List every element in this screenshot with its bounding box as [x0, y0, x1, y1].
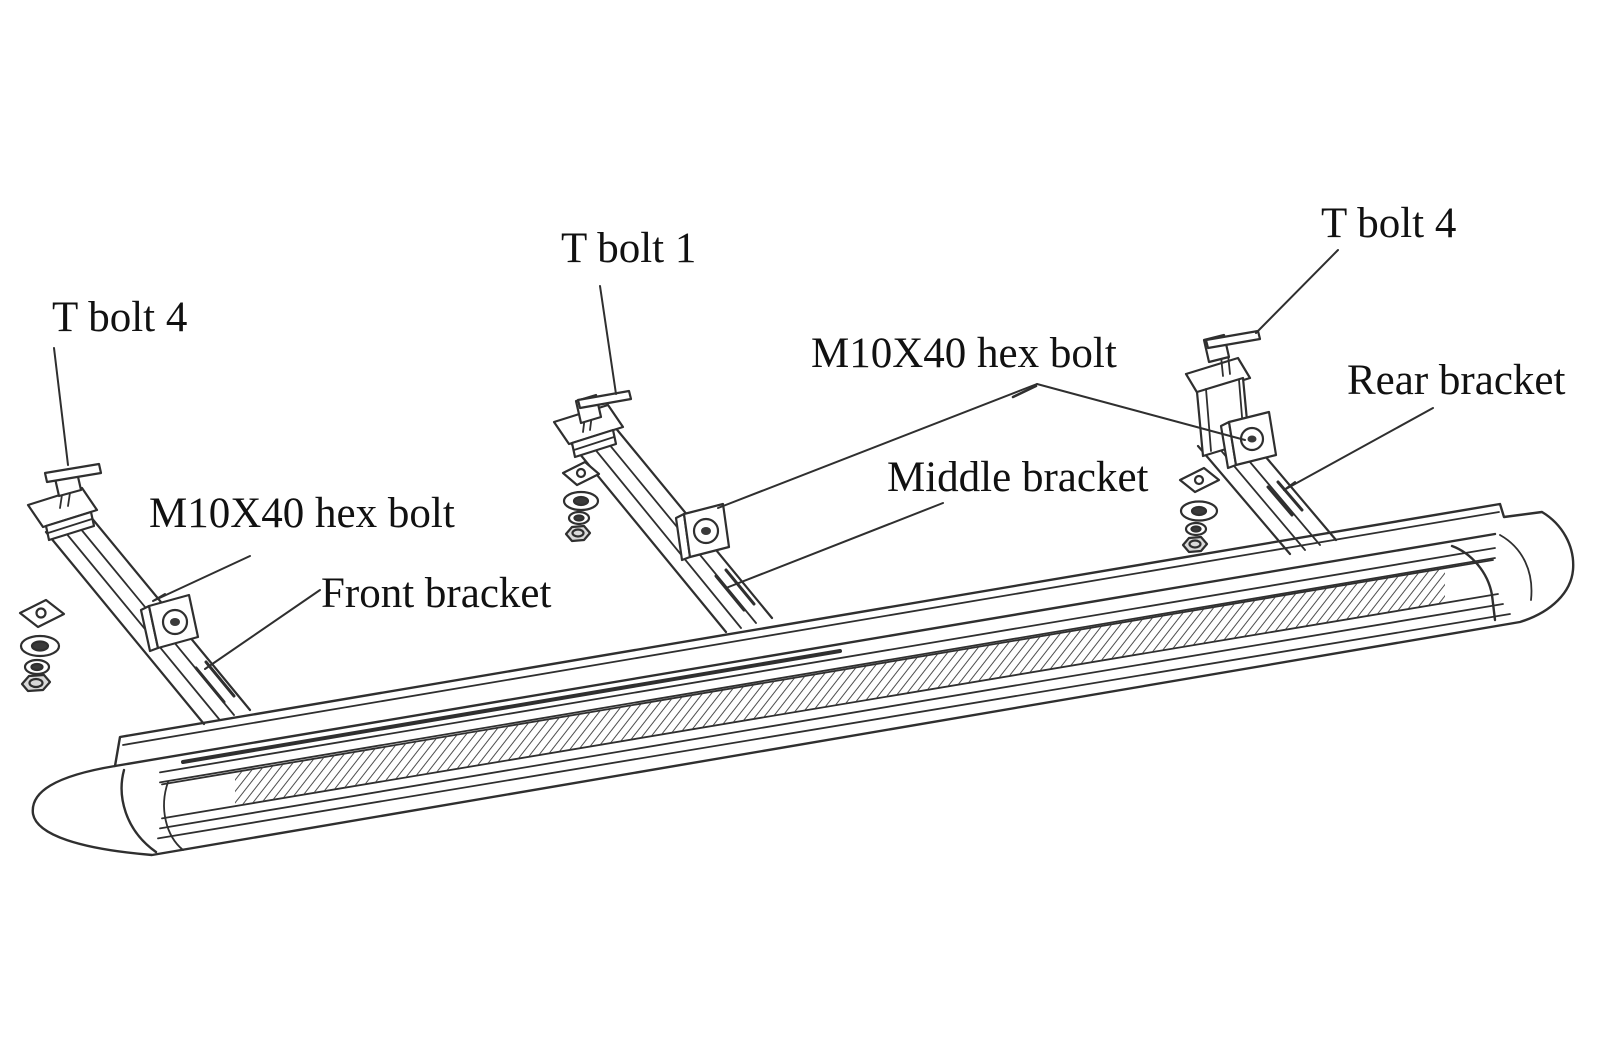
mounting-rail-inner-line — [122, 511, 1500, 746]
front-square-washer-hole — [35, 607, 47, 619]
rear-flat-washer-hole — [1190, 505, 1208, 517]
leader-m10x40-right-to-rear — [1036, 383, 1246, 441]
middle-strut-slot — [714, 568, 756, 612]
rear-t-bolt-bar — [1204, 329, 1262, 350]
label-t-bolt-1: T bolt 1 — [561, 225, 696, 272]
leader-front-bracket — [204, 589, 321, 670]
leader-middle-bracket — [725, 502, 944, 589]
board-top-front-edge — [113, 532, 1497, 768]
front-spring-washer-inner — [30, 662, 44, 672]
middle-spring-washer — [567, 510, 591, 526]
label-t-bolt-4-left: T bolt 4 — [52, 294, 187, 341]
accent-groove — [181, 649, 842, 764]
tread-groove-4 — [161, 593, 1499, 820]
middle-flat-washer-hole — [572, 495, 590, 507]
middle-flat-washer — [562, 490, 600, 512]
left-end-cap-seam2 — [163, 781, 184, 851]
rear-flat-washer — [1179, 500, 1219, 522]
tread-groove-2 — [159, 557, 1496, 784]
rear-hex-nut — [1181, 535, 1209, 554]
label-m10x40-hex-bolt-left: M10X40 hex bolt — [149, 490, 455, 537]
middle-clamp-channel-line — [573, 436, 615, 451]
running-board-outline — [31, 502, 1575, 857]
rear-bracket — [1178, 329, 1338, 556]
front-t-bolt-bar — [43, 462, 103, 484]
front-hex-nut — [20, 673, 52, 693]
leader-t-bolt-1 — [599, 285, 617, 395]
leader-t-bolt-4-left — [53, 347, 69, 466]
rear-spring-washer — [1184, 521, 1208, 537]
tread-groove-5 — [159, 603, 1504, 830]
middle-t-bolt-bar — [576, 389, 633, 410]
leader-t-bolt-4-right — [1255, 249, 1339, 334]
middle-spring-washer-inner — [573, 514, 585, 522]
rear-bolt-hole-center — [1247, 435, 1257, 443]
labels: T bolt 4 T bolt 1 T bolt 4 M10X40 hex bo… — [52, 200, 1565, 617]
front-bolt-hole — [161, 608, 189, 636]
middle-bolt-hole — [692, 517, 720, 545]
middle-hex-nut-hole — [571, 528, 585, 538]
rear-washer-stack — [1178, 466, 1221, 554]
front-strut-slot — [194, 660, 236, 704]
leader-m10x40-right-tick — [1011, 384, 1038, 399]
front-clamp-channel-line — [47, 518, 93, 534]
front-bracket — [18, 462, 252, 726]
tread-groove-1 — [159, 547, 1496, 774]
rear-square-washer — [1178, 466, 1221, 494]
running-board — [31, 502, 1575, 857]
leader-rear-bracket — [1283, 407, 1434, 491]
right-end-cap-seam2 — [1499, 534, 1533, 601]
middle-square-washer — [561, 460, 601, 487]
tread-groove-6 — [157, 613, 1511, 840]
label-m10x40-hex-bolt-right: M10X40 hex bolt — [811, 330, 1117, 377]
left-end-cap-seam — [120, 768, 158, 854]
front-bolt-hole-center — [170, 618, 180, 626]
leader-lines — [53, 249, 1434, 670]
rear-clamp-plate — [1184, 356, 1252, 396]
label-rear-bracket: Rear bracket — [1347, 357, 1565, 404]
front-washer-stack — [18, 598, 66, 693]
rear-hex-nut-hole — [1188, 539, 1202, 549]
grip-strip-hatch — [235, 568, 1445, 806]
leader-m10x40-right-to-middle — [717, 383, 1038, 509]
rear-spring-washer-inner — [1190, 525, 1202, 533]
label-middle-bracket: Middle bracket — [887, 454, 1149, 501]
middle-bracket — [552, 389, 774, 634]
front-flat-washer — [19, 634, 61, 658]
leader-m10x40-left — [152, 555, 251, 602]
front-flat-washer-hole — [30, 640, 50, 652]
label-front-bracket: Front bracket — [321, 570, 552, 617]
middle-strut-inner — [584, 431, 757, 629]
front-hex-nut-hole — [28, 677, 44, 689]
middle-washer-stack — [561, 460, 601, 543]
front-spring-washer — [23, 658, 51, 676]
label-t-bolt-4-right: T bolt 4 — [1321, 200, 1456, 247]
middle-bolt-hole-center — [701, 527, 711, 535]
front-square-washer — [18, 598, 66, 629]
rear-strut-slot — [1266, 480, 1304, 517]
middle-hex-nut — [564, 524, 592, 543]
rear-square-washer-hole — [1193, 474, 1205, 486]
middle-square-washer-hole — [575, 467, 587, 479]
